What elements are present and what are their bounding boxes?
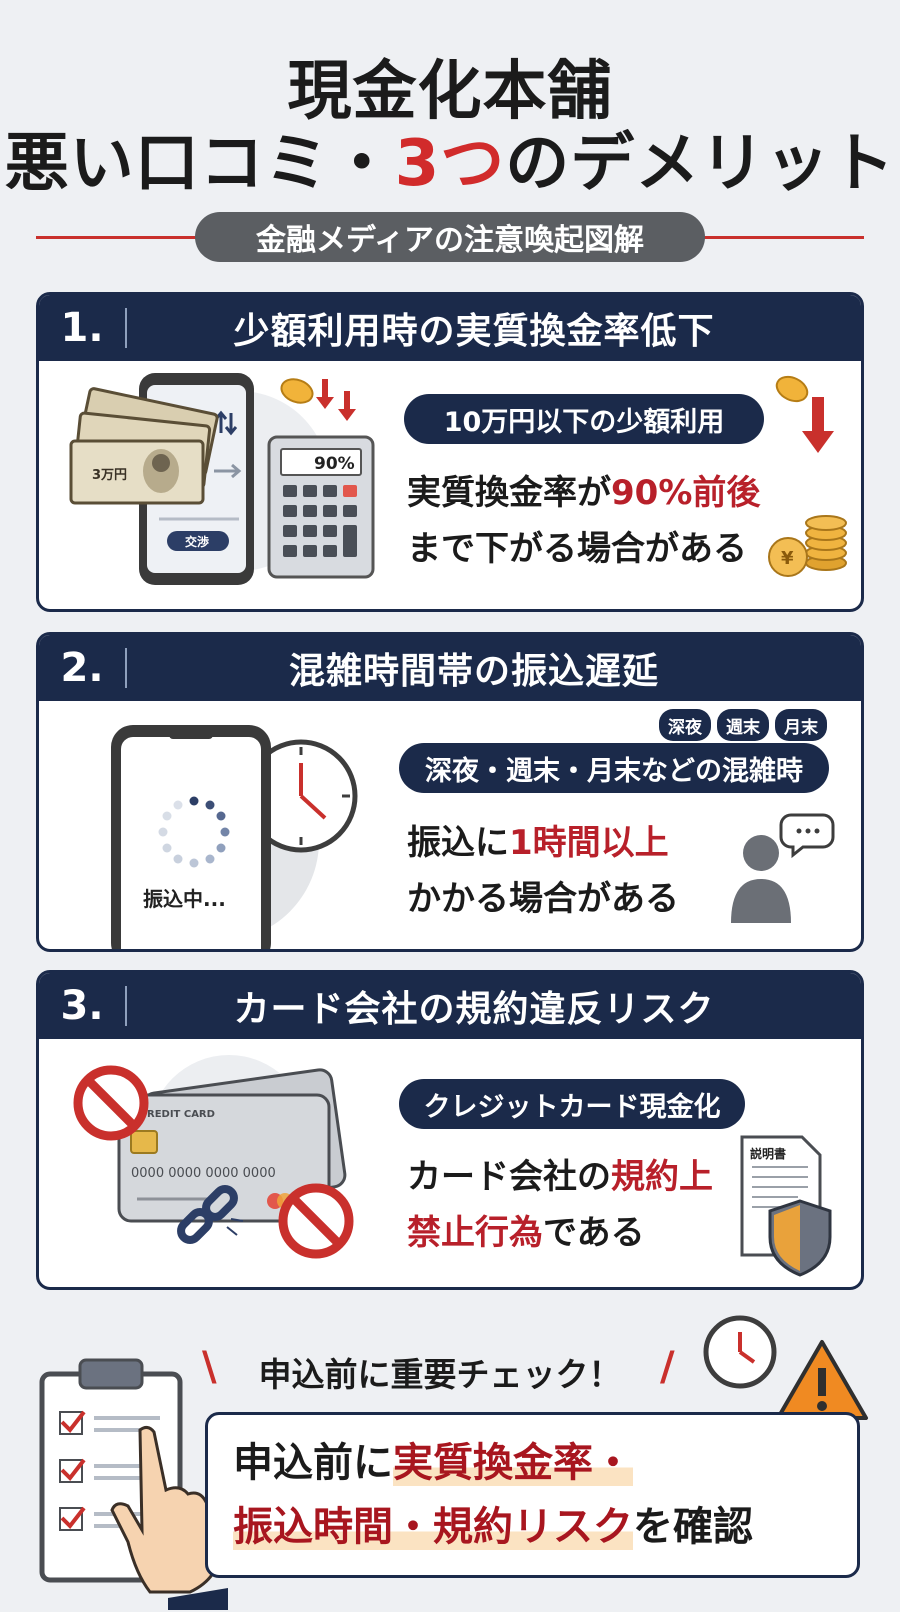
calculator-icon xyxy=(267,435,375,579)
phone-button-label: 交渉 xyxy=(185,534,209,549)
final-line1: 申込前に実質換金率・ xyxy=(233,1435,633,1491)
section-1: 1. 少額利用時の実質換金率低下 xyxy=(36,292,864,612)
bottom-left-illustration xyxy=(39,1358,228,1610)
phone-status-label: 振込中... xyxy=(143,887,226,911)
section-1-text-pre: 実質換金率が xyxy=(407,473,611,513)
section-3: 3. カード会社の規約違反リスク REDIT CARD 0000 0000 00… xyxy=(36,970,864,1290)
section-1-title: 少額利用時の実質換金率低下 xyxy=(233,311,715,352)
section-1-text-line2: まで下がる場合がある xyxy=(407,529,747,569)
section-3-body: REDIT CARD 0000 0000 0000 0000 xyxy=(39,1039,861,1287)
prohibited-icon xyxy=(278,1183,354,1259)
check-heading: 申込前に重要チェック！ xyxy=(258,1355,622,1394)
section-2-body: 振込中... 深夜 週末 月末 深夜・週末・月末などの混雑時 振込に1時間以上 … xyxy=(39,701,861,949)
section-3-text-pre: カード会社の xyxy=(407,1157,611,1197)
section-3-illustration: REDIT CARD 0000 0000 0000 0000 xyxy=(73,1055,354,1259)
final-line1-highlight: 実質換金率・ xyxy=(393,1440,633,1486)
section-2: 2. 混雑時間帯の振込遅延 xyxy=(36,632,864,952)
section-1-text-line1: 実質換金率が90%前後 xyxy=(407,465,760,521)
svg-text:¥: ¥ xyxy=(781,548,794,569)
title-rule-right xyxy=(694,236,864,239)
clock-icon xyxy=(703,1315,777,1389)
tag-late-night: 深夜 xyxy=(659,709,711,741)
section-1-pill: 10万円以下の少額利用 xyxy=(404,394,764,444)
section-1-text-red: 90%前後 xyxy=(611,473,761,513)
coin-icon xyxy=(775,375,809,403)
title-line2-red: 3つ xyxy=(394,127,506,201)
bills-icon xyxy=(69,387,219,505)
coin-icon xyxy=(280,378,314,404)
final-line1-pre: 申込前に xyxy=(233,1440,393,1486)
title-line2-pre: 悪い口コミ・ xyxy=(4,127,395,201)
tag-month-end: 月末 xyxy=(775,709,827,741)
section-2-header: 2. 混雑時間帯の振込遅延 xyxy=(39,635,861,701)
loading-spinner-icon xyxy=(158,796,230,868)
section-2-right-icons xyxy=(731,813,835,923)
final-reminder-box: 申込前に実質換金率・ 振込時間・規約リスクを確認 xyxy=(205,1412,860,1578)
final-line2-post: を確認 xyxy=(633,1504,753,1550)
calculator-display: 90% xyxy=(314,454,355,474)
section-3-text-line2-red: 禁止行為 xyxy=(407,1213,543,1253)
section-1-body: 3万円 交渉 xyxy=(39,361,861,609)
section-1-illustration: 3万円 交渉 xyxy=(69,373,375,585)
credit-card-icon xyxy=(117,1068,347,1223)
section-2-title: 混雑時間帯の振込遅延 xyxy=(288,651,659,692)
section-1-header: 1. 少額利用時の実質換金率低下 xyxy=(39,295,861,361)
prohibited-icon xyxy=(73,1065,149,1141)
section-2-number: 2. xyxy=(39,648,127,688)
section-3-text-line2: 禁止行為である xyxy=(407,1205,645,1261)
subtitle-pill: 金融メディアの注意喚起図解 xyxy=(195,212,705,262)
final-line2-highlight: 振込時間・規約リスク xyxy=(233,1504,633,1550)
person-icon xyxy=(731,835,791,923)
title-rule-left xyxy=(36,236,206,239)
smartphone-icon xyxy=(111,725,271,949)
tag-weekend: 週末 xyxy=(717,709,769,741)
title-line2-post: のデメリット xyxy=(505,127,896,201)
down-arrow-icon xyxy=(802,397,834,453)
speech-bubble-icon xyxy=(779,813,835,859)
broken-chain-icon xyxy=(177,1185,238,1244)
section-3-number: 3. xyxy=(39,986,127,1026)
card-number: 0000 0000 0000 0000 xyxy=(131,1166,276,1181)
final-line2: 振込時間・規約リスクを確認 xyxy=(233,1499,753,1555)
section-2-text-line2: かかる場合がある xyxy=(407,879,679,919)
card-label: REDIT CARD xyxy=(147,1109,215,1120)
section-3-header: 3. カード会社の規約違反リスク xyxy=(39,973,861,1039)
down-arrow-icon xyxy=(316,379,356,421)
section-3-text-red: 規約上 xyxy=(611,1157,713,1197)
section-2-pill: 深夜・週末・月末などの混雑時 xyxy=(399,743,829,793)
section-2-text-pre: 振込に xyxy=(407,823,509,863)
section-2-text-line1: 振込に1時間以上 xyxy=(407,815,669,871)
page-title-line2: 悪い口コミ・3つのデメリット xyxy=(0,124,900,204)
section-2-illustration: 振込中... xyxy=(111,725,358,949)
bottom-right-icons xyxy=(703,1315,868,1420)
section-3-pill: クレジットカード現金化 xyxy=(399,1079,745,1129)
document-label: 説明書 xyxy=(750,1146,786,1161)
check-heading-slash-left: \ xyxy=(202,1344,217,1390)
section-3-right-icons: 説明書 xyxy=(740,1135,832,1277)
section-3-title: カード会社の規約違反リスク xyxy=(233,989,715,1030)
section-1-right-icons: ¥ xyxy=(768,375,847,577)
shield-icon xyxy=(768,1199,832,1277)
section-3-text-line2-post: である xyxy=(543,1213,645,1253)
section-2-text-red: 1時間以上 xyxy=(509,823,669,863)
warning-icon xyxy=(776,1340,868,1420)
yen-coins-icon: ¥ xyxy=(768,515,847,577)
bill-label: 3万円 xyxy=(92,468,127,483)
page-title-line1: 現金化本舗 xyxy=(287,55,613,129)
check-heading-slash-right: / xyxy=(660,1344,675,1390)
section-3-text-line1: カード会社の規約上 xyxy=(407,1149,713,1205)
section-1-number: 1. xyxy=(39,308,127,348)
